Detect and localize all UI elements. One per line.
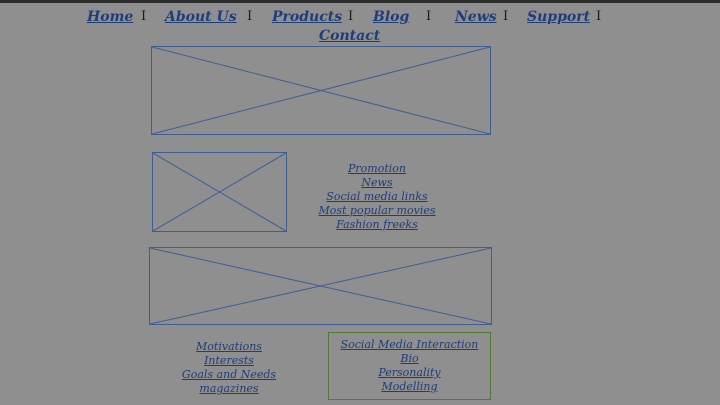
placeholder-cross-icon [153, 153, 286, 231]
nav-blog-link[interactable]: Blog [373, 9, 410, 25]
nav-separator: I [503, 9, 509, 24]
nav-home-link[interactable]: Home [87, 9, 134, 25]
placeholder-cross-icon [152, 47, 490, 134]
bottom-right-links: Social Media Interaction Bio Personality… [329, 338, 490, 394]
link-interests[interactable]: Interests [204, 354, 254, 367]
promo-links: Promotion News Social media links Most p… [316, 162, 438, 232]
nav-separator: I [348, 9, 354, 24]
banner-image-placeholder [151, 46, 491, 135]
promo-link-fashion[interactable]: Fashion freeks [336, 218, 418, 231]
promo-link-promotion[interactable]: Promotion [348, 162, 406, 175]
nav-support-link[interactable]: Support [527, 9, 591, 25]
bottom-left-links: Motivations Interests Goals and Needs ma… [180, 340, 278, 396]
window-top-bar [0, 0, 720, 3]
nav-contact-link[interactable]: Contact [319, 28, 381, 44]
nav-separator: I [426, 9, 432, 24]
promo-link-social-media[interactable]: Social media links [326, 190, 428, 203]
placeholder-cross-icon [150, 248, 491, 324]
link-goals-needs[interactable]: Goals and Needs [181, 368, 277, 381]
nav-products-link[interactable]: Products [272, 9, 343, 25]
nav-news-link[interactable]: News [455, 9, 497, 25]
nav-separator: I [247, 9, 253, 24]
link-modelling[interactable]: Modelling [381, 380, 438, 393]
link-motivations[interactable]: Motivations [196, 340, 262, 353]
nav-about-link[interactable]: About Us [165, 9, 237, 25]
thumbnail-image-placeholder [152, 152, 287, 232]
link-magazines[interactable]: magazines [199, 382, 259, 395]
profile-links-box: Social Media Interaction Bio Personality… [328, 332, 491, 400]
nav-separator: I [141, 9, 147, 24]
promo-link-popular-movies[interactable]: Most popular movies [318, 204, 436, 217]
link-bio[interactable]: Bio [400, 352, 419, 365]
nav-separator: I [596, 9, 602, 24]
feature-image-placeholder [149, 247, 492, 325]
link-personality[interactable]: Personality [378, 366, 441, 379]
promo-link-news[interactable]: News [361, 176, 393, 189]
link-social-interaction[interactable]: Social Media Interaction [340, 338, 479, 351]
